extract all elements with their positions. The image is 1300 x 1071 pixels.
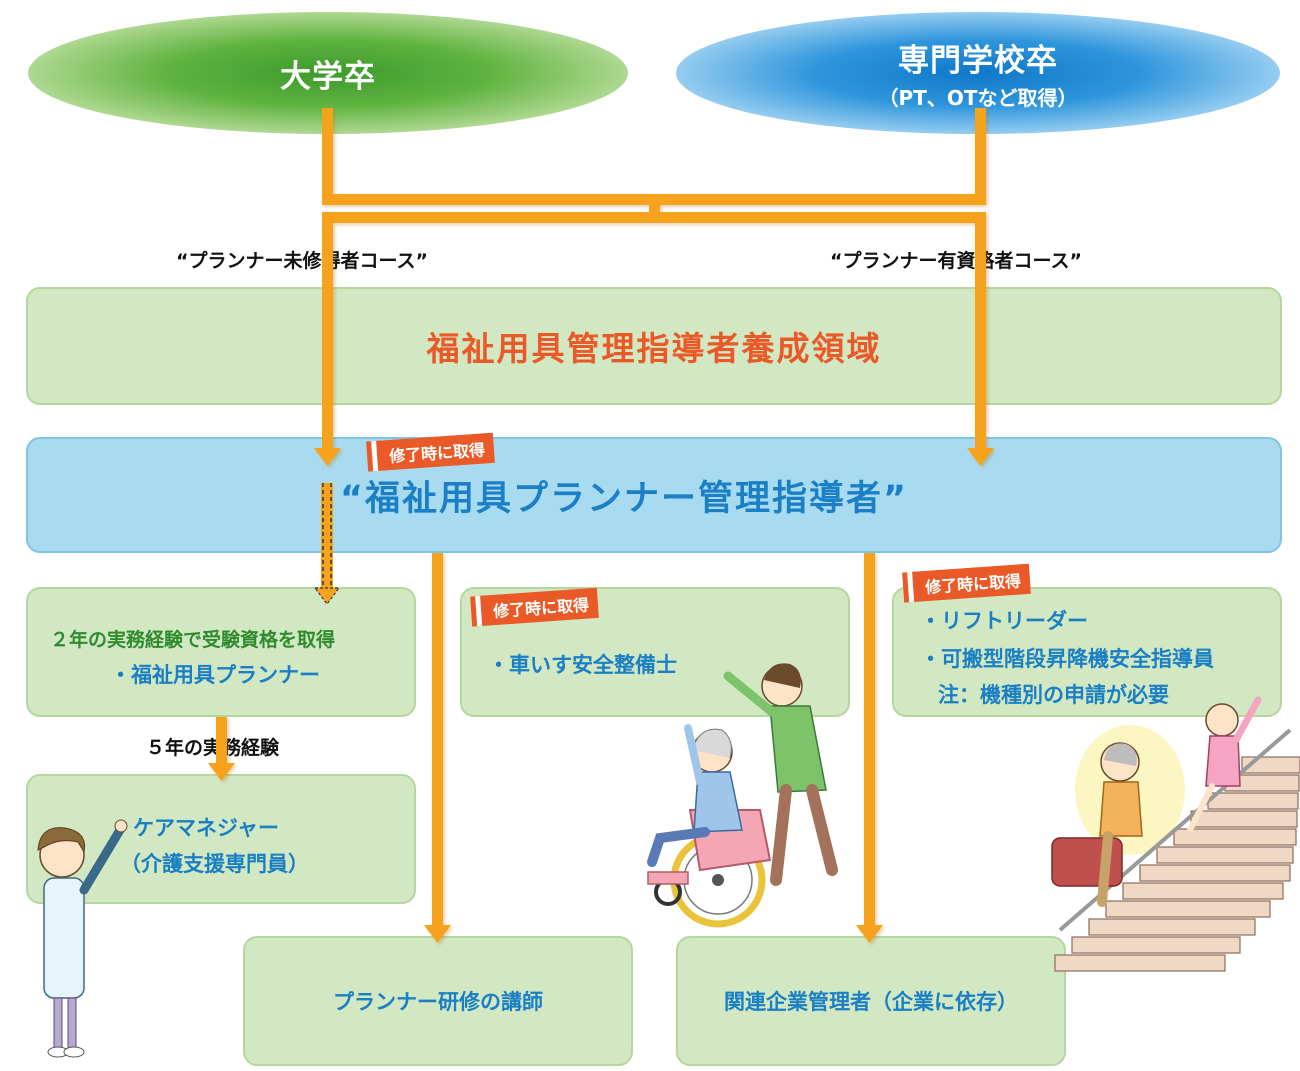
planner-requirement-text: ２年の実務経験で受験資格を取得 [50,629,336,651]
lecturer-text: プランナー研修の講師 [333,990,543,1014]
stairlift-illustration [1051,696,1300,972]
lift-box: ・リフトリーダー ・可搬型階段昇降機安全指導員 注：機種別の申請が必要 [892,587,1282,717]
lift-leader-text: ・リフトリーダー [920,609,1088,633]
company-manager-text: 関連企業管理者（企業に依存） [724,990,1018,1014]
wheelchair-qualification-text: ・車いす安全整備士 [488,653,677,677]
company-box: 関連企業管理者（企業に依存） [676,936,1066,1066]
source-vocational: 専門学校卒 （PT、OTなど取得） [676,12,1280,134]
stair-lift-instructor-text: ・可搬型階段昇降機安全指導員 [920,647,1214,671]
training-region-box: 福祉用具管理指導者養成領域 [26,287,1282,405]
manager-instructor-title: “福祉用具プランナー管理指導者” [339,478,908,519]
experience-label: ５年の実務経験 [146,737,280,759]
source-university-label: 大学卒 [280,58,376,95]
course-label-right: “プランナー有資格者コース” [830,250,1083,272]
planner-box: ２年の実務経験で受験資格を取得 ・福祉用具プランナー [26,587,416,717]
training-region-title: 福祉用具管理指導者養成領域 [426,329,882,368]
planner-qualification-text: ・福祉用具プランナー [110,663,320,687]
nurse-illustration [37,819,128,1058]
wheelchair-illustration [647,663,838,928]
caremanager-subtitle: （介護支援専門員） [120,852,309,876]
manager-instructor-box: “福祉用具プランナー管理指導者” [26,437,1282,553]
caremanager-title: ・ケアマネジャー [112,816,279,840]
course-label-left: “プランナー未修得者コース” [176,250,429,272]
lift-note-text: 注：機種別の申請が必要 [938,683,1169,707]
source-vocational-note: （PT、OTなど取得） [878,86,1078,110]
source-vocational-label: 専門学校卒 [898,43,1058,79]
